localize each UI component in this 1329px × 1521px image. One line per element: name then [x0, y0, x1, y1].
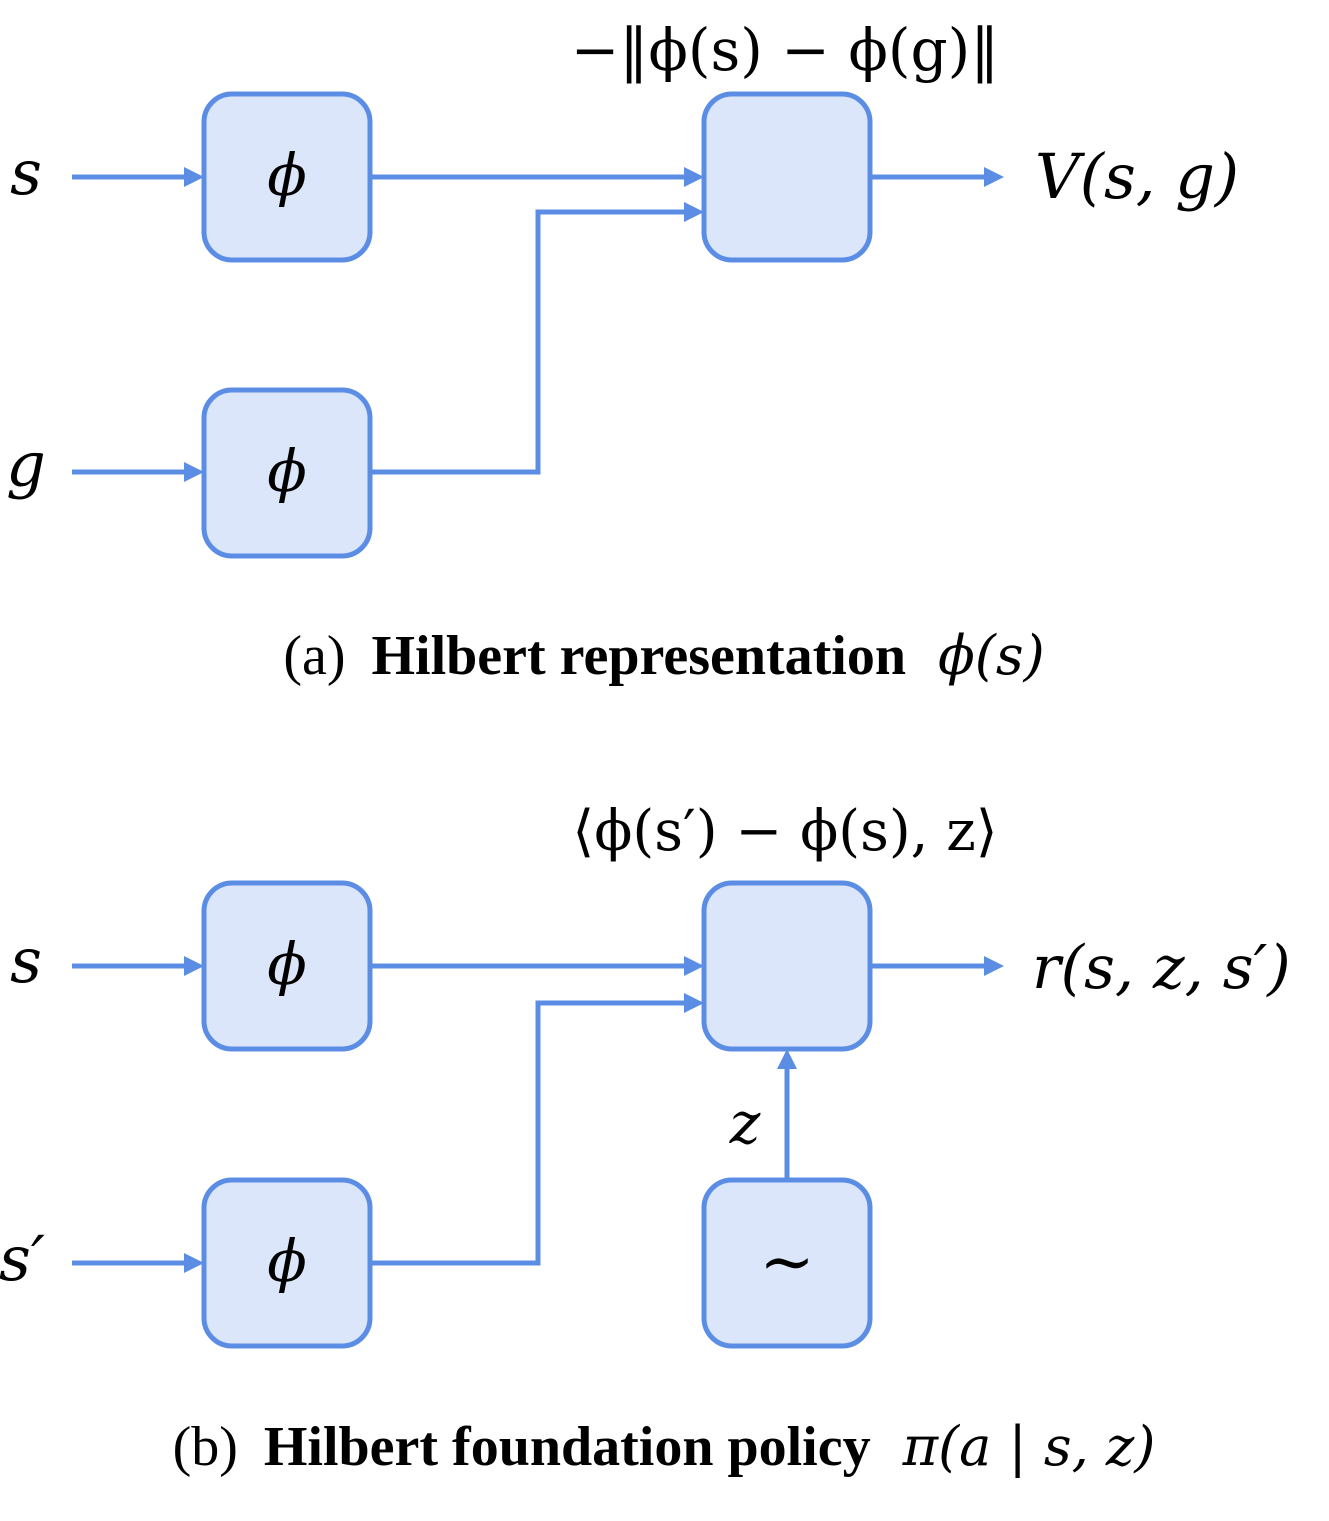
phi-symbol: ϕ — [267, 141, 307, 209]
panel-a: −‖ϕ(s) − ϕ(g)‖ s g ϕ ϕ — [6, 16, 1239, 687]
panel-b-caption-math: π(a | s, z) — [902, 1415, 1156, 1478]
panel-b-arrow-s-prime-to-phi — [72, 1253, 204, 1273]
panel-b-caption: (b) Hilbert foundation policy π(a | s, z… — [173, 1415, 1156, 1478]
panel-b-arrow-z-to-combine — [777, 1049, 797, 1180]
panel-b-arrow-s-to-phi — [72, 956, 204, 976]
panel-b-input-s: s — [10, 924, 42, 997]
panel-b-sampler-box: ∼ — [701, 1177, 873, 1349]
panel-b-caption-title: Hilbert foundation policy — [264, 1416, 871, 1478]
panel-a-arrow-s-to-phi — [72, 167, 204, 187]
phi-symbol: ϕ — [267, 930, 307, 998]
panel-b: ⟨ϕ(s′) − ϕ(s), z⟩ s s′ ϕ ϕ — [0, 799, 1291, 1478]
sampler-symbol: ∼ — [759, 1223, 814, 1300]
panel-a-combine-label: −‖ϕ(s) − ϕ(g)‖ — [571, 16, 1000, 84]
panel-a-caption-prefix: (a) — [283, 625, 345, 687]
panel-b-caption-prefix: (b) — [173, 1416, 238, 1478]
panel-b-phi-box-s-prime: ϕ — [201, 1177, 373, 1349]
panel-a-phi-box-s: ϕ — [201, 91, 373, 263]
panel-a-caption-math: ϕ(s) — [938, 624, 1045, 687]
panel-a-input-s: s — [10, 136, 42, 209]
phi-symbol: ϕ — [267, 437, 307, 505]
panel-a-arrow-phi-g-to-combine — [370, 202, 704, 475]
panel-a-arrow-phi-s-to-combine — [370, 167, 704, 187]
panel-a-arrow-to-output — [870, 167, 1004, 187]
panel-b-input-s-prime: s′ — [0, 1222, 45, 1295]
panel-b-arrow-phi-s-prime-to-combine — [370, 993, 704, 1266]
panel-a-caption: (a) Hilbert representation ϕ(s) — [283, 624, 1044, 687]
panel-a-arrow-g-to-phi — [72, 462, 204, 482]
panel-b-z-label: z — [729, 1089, 761, 1157]
panel-a-caption-title: Hilbert representation — [371, 625, 906, 687]
panel-a-phi-box-g: ϕ — [201, 387, 373, 559]
panel-b-arrow-phi-s-to-combine — [370, 956, 704, 976]
panel-a-input-g: g — [6, 428, 46, 501]
phi-symbol: ϕ — [267, 1227, 307, 1295]
panel-b-phi-box-s: ϕ — [201, 880, 373, 1052]
panel-b-combine-label: ⟨ϕ(s′) − ϕ(s), z⟩ — [572, 799, 997, 864]
panel-b-arrow-to-output — [870, 956, 1004, 976]
panel-b-output-label: r(s, z, s′) — [1032, 933, 1291, 1003]
panel-a-output-label: V(s, g) — [1035, 140, 1239, 213]
panel-a-combine-box — [701, 91, 873, 263]
panel-b-combine-box — [701, 880, 873, 1052]
